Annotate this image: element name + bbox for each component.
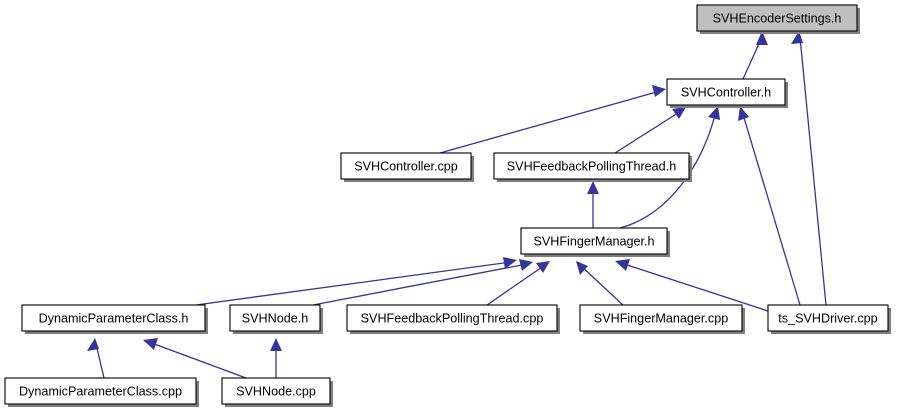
dependency-edge bbox=[738, 106, 801, 306]
node-box[interactable] bbox=[4, 377, 197, 405]
edges-layer bbox=[87, 31, 827, 379]
dependency-edge bbox=[742, 31, 768, 80]
graph-node-controller_cpp[interactable]: SVHController.cpp bbox=[340, 152, 474, 182]
dependency-edge bbox=[195, 257, 517, 306]
node-box[interactable] bbox=[579, 304, 743, 332]
arrowhead-icon bbox=[756, 31, 768, 45]
arrowhead-icon bbox=[587, 181, 599, 194]
node-box[interactable] bbox=[221, 377, 331, 405]
edge-line bbox=[95, 343, 105, 379]
graph-node-feedback_polling_thread_cpp[interactable]: SVHFeedbackPollingThread.cpp bbox=[346, 304, 560, 334]
node-box[interactable] bbox=[340, 152, 472, 180]
edge-line bbox=[799, 36, 827, 306]
dependency-edge bbox=[439, 85, 666, 154]
arrowhead-icon bbox=[143, 338, 158, 350]
graph-node-dynamic_parameter_class_h[interactable]: DynamicParameterClass.h bbox=[21, 304, 208, 334]
edge-line bbox=[614, 110, 682, 154]
graph-node-feedback_polling_thread_h[interactable]: SVHFeedbackPollingThread.h bbox=[493, 152, 692, 182]
dependency-edge bbox=[587, 181, 599, 228]
node-box[interactable] bbox=[21, 304, 206, 332]
graph-node-svhnode_cpp[interactable]: SVHNode.cpp bbox=[221, 377, 333, 407]
arrowhead-icon bbox=[503, 257, 517, 269]
dependency-edge bbox=[143, 338, 247, 379]
nodes-layer: SVHEncoderSettings.hSVHController.hSVHCo… bbox=[4, 4, 891, 407]
edge-line bbox=[579, 264, 624, 306]
edge-line bbox=[619, 110, 717, 229]
arrowhead-icon bbox=[615, 259, 630, 271]
dependency-edge bbox=[791, 31, 827, 306]
dependency-edge bbox=[615, 259, 769, 312]
edge-line bbox=[439, 90, 661, 154]
graph-node-controller_h[interactable]: SVHController.h bbox=[666, 78, 788, 108]
dependency-edge bbox=[486, 261, 550, 306]
node-box[interactable] bbox=[520, 227, 668, 255]
node-box[interactable] bbox=[767, 304, 889, 332]
arrowhead-icon bbox=[519, 259, 533, 271]
graph-node-dynamic_parameter_class_cpp[interactable]: DynamicParameterClass.cpp bbox=[4, 377, 199, 407]
arrowhead-icon bbox=[738, 106, 749, 121]
dependency-edge bbox=[614, 107, 686, 154]
arrowhead-icon bbox=[87, 338, 99, 351]
arrowhead-icon bbox=[791, 31, 803, 44]
node-box[interactable] bbox=[346, 304, 558, 332]
arrowhead-icon bbox=[708, 106, 720, 120]
edge-line bbox=[148, 341, 247, 379]
edge-line bbox=[486, 264, 546, 306]
graph-node-encoder_settings_h[interactable]: SVHEncoderSettings.h bbox=[696, 4, 860, 34]
arrowhead-icon bbox=[652, 85, 666, 97]
dependency-edge bbox=[619, 106, 720, 229]
arrowhead-icon bbox=[270, 338, 282, 351]
graph-node-finger_manager_cpp[interactable]: SVHFingerManager.cpp bbox=[579, 304, 745, 334]
edge-line bbox=[195, 261, 512, 306]
node-box[interactable] bbox=[696, 4, 858, 32]
arrowhead-icon bbox=[576, 261, 588, 275]
dependency-edge bbox=[270, 338, 282, 378]
edge-line bbox=[620, 262, 769, 312]
edge-line bbox=[741, 110, 801, 306]
graph-node-ts_svhdriver_cpp[interactable]: ts_SVHDriver.cpp bbox=[767, 304, 891, 334]
arrowhead-icon bbox=[672, 107, 686, 119]
edge-line bbox=[312, 263, 528, 306]
dependency-edge bbox=[312, 259, 533, 306]
arrowhead-icon bbox=[536, 261, 550, 273]
node-box[interactable] bbox=[666, 78, 786, 106]
graph-node-finger_manager_h[interactable]: SVHFingerManager.h bbox=[520, 227, 670, 257]
node-box[interactable] bbox=[493, 152, 690, 180]
dependency-edge bbox=[576, 261, 624, 306]
dependency-edge bbox=[87, 338, 105, 379]
node-box[interactable] bbox=[229, 304, 321, 332]
graph-node-svhnode_h[interactable]: SVHNode.h bbox=[229, 304, 323, 334]
